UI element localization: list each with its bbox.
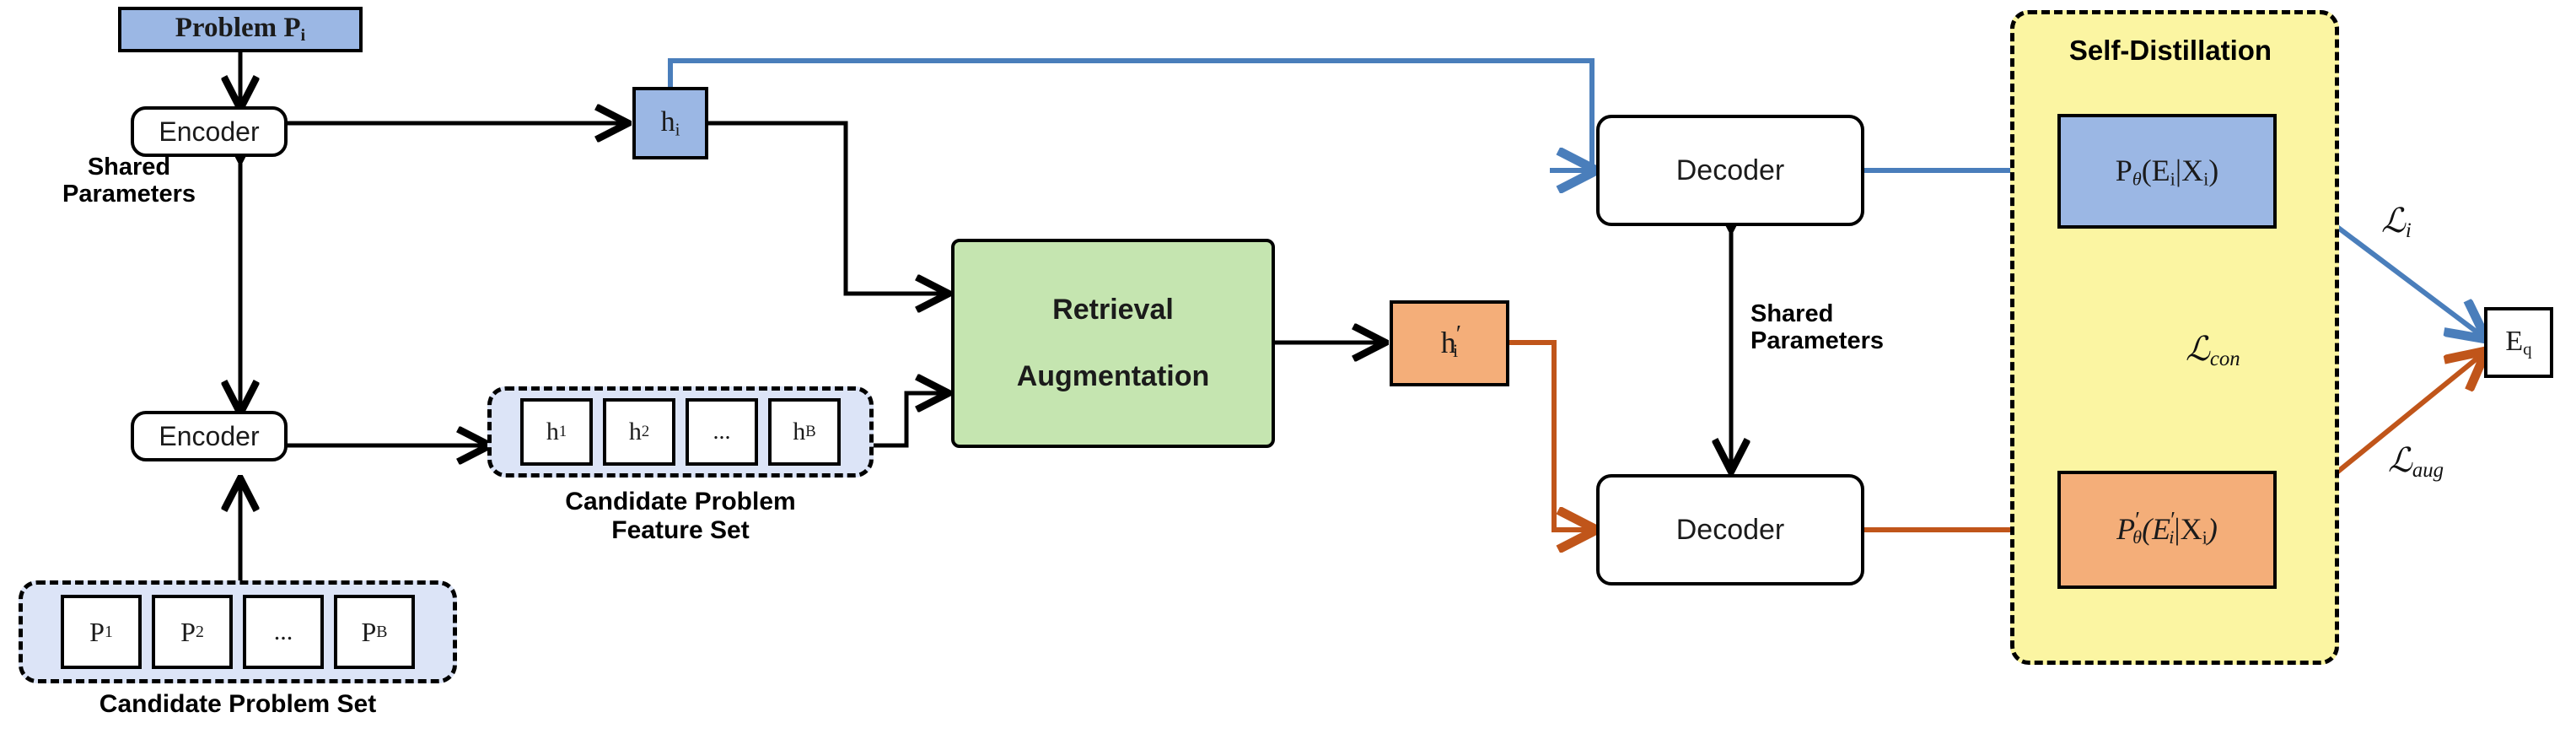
p-theta-label: Pθ(Ei|Xi) — [2115, 153, 2219, 190]
problem-label: Problem Pi — [175, 13, 306, 46]
p-theta-node[interactable]: Pθ(Ei|Xi) — [2057, 114, 2277, 229]
encoder-top-label: Encoder — [159, 116, 260, 147]
e-q-node[interactable]: Eq — [2484, 307, 2553, 378]
decoder-bottom-node[interactable]: Decoder — [1596, 474, 1864, 585]
encoder-top-node[interactable]: Encoder — [131, 106, 288, 157]
list-item[interactable]: ... — [686, 398, 758, 466]
decoder-bottom-label: Decoder — [1675, 513, 1785, 546]
loss-con-label: ℒcon — [2186, 330, 2240, 371]
encoder-bottom-label: Encoder — [159, 420, 260, 451]
problem-node[interactable]: Problem Pi — [118, 7, 363, 52]
h-i-prime-label: h′i — [1440, 320, 1462, 362]
candidate-problem-feature-set-caption: Candidate Problem Feature Set — [565, 488, 796, 544]
encoder-bottom-node[interactable]: Encoder — [131, 411, 288, 461]
h-i-label: hi — [660, 105, 680, 140]
retrieval-augmentation-node[interactable]: Retrieval Augmentation — [951, 239, 1275, 448]
shared-parameters-left-label: Shared Parameters — [62, 154, 196, 208]
p-theta-prime-label: P′θ(E′i|Xi) — [2116, 507, 2218, 548]
shared-parameters-right-label: Shared Parameters — [1750, 300, 1884, 355]
retrieval-augmentation-line1: Retrieval — [1052, 294, 1174, 326]
candidate-problem-set-caption: Candidate Problem Set — [99, 690, 377, 718]
e-q-label: Eq — [2505, 325, 2532, 359]
loss-aug-label: ℒaug — [2388, 441, 2444, 483]
h-i-node[interactable]: hi — [632, 87, 708, 159]
p-theta-prime-node[interactable]: P′θ(E′i|Xi) — [2057, 471, 2277, 589]
self-distillation-caption: Self-Distillation — [2068, 35, 2272, 66]
decoder-top-label: Decoder — [1675, 154, 1785, 186]
list-item[interactable]: ... — [243, 595, 324, 669]
decoder-top-node[interactable]: Decoder — [1596, 115, 1864, 226]
loss-i-label: ℒi — [2381, 202, 2412, 243]
h-i-prime-node[interactable]: h′i — [1390, 300, 1509, 386]
retrieval-augmentation-line2: Augmentation — [1016, 360, 1210, 392]
